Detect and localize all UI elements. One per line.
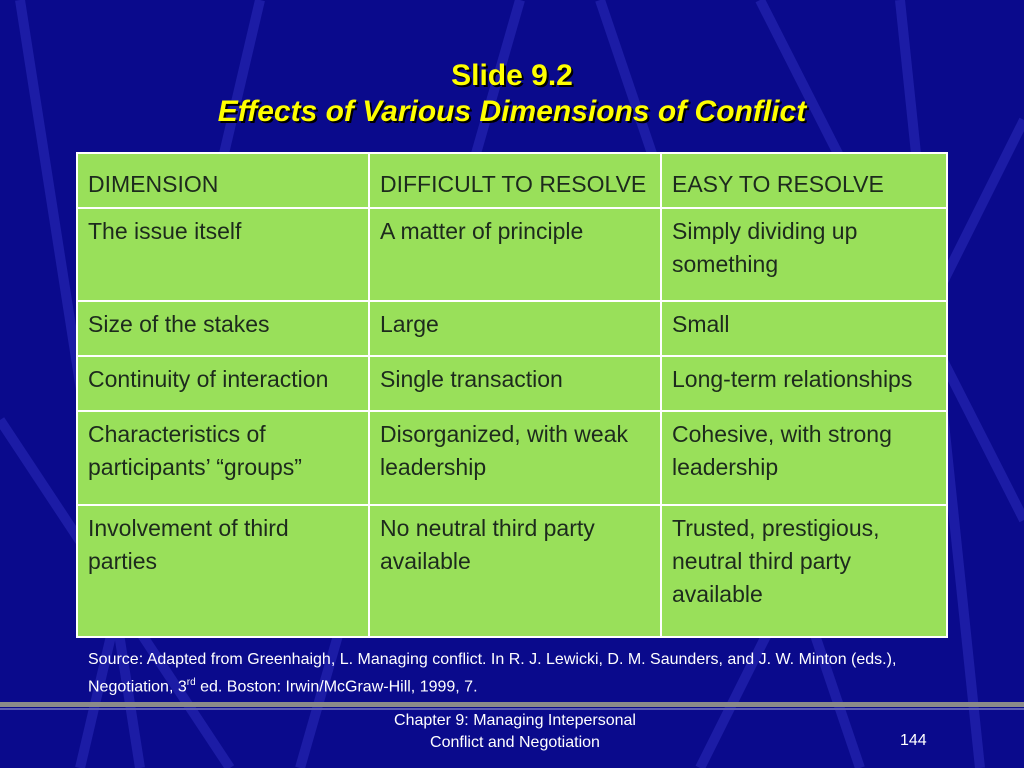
source-text-end: ed. Boston: Irwin/McGraw-Hill, 1999, 7. [195,678,478,696]
table-cell: Cohesive, with strong leadership [660,410,948,506]
table-cell: No neutral third party available [368,503,662,639]
footer-chapter-line2: Conflict and Negotiation [430,734,600,751]
table-row: Characteristics of participants’ “groups… [76,410,948,506]
table-row: The issue itself A matter of principle S… [76,206,948,303]
table-cell: Long-term relationships [660,355,948,413]
footer-divider [0,702,1024,707]
table-cell: Involvement of third parties [76,503,370,639]
table-cell: Trusted, prestigious, neutral third part… [660,503,948,639]
slide-subtitle: Effects of Various Dimensions of Conflic… [217,95,807,128]
dimensions-table: DIMENSION DIFFICULT TO RESOLVE EASY TO R… [76,152,948,639]
footer-divider-accent [0,708,1024,710]
header-dimension: DIMENSION [76,152,370,209]
footer-chapter-line1: Chapter 9: Managing Intepersonal [394,712,636,729]
table-cell: Small [660,300,948,358]
table-header-row: DIMENSION DIFFICULT TO RESOLVE EASY TO R… [76,152,948,209]
footer-chapter: Chapter 9: Managing Intepersonal Conflic… [350,710,680,754]
header-difficult: DIFFICULT TO RESOLVE [368,152,662,209]
table-cell: Characteristics of participants’ “groups… [76,410,370,506]
table-cell: Simply dividing up something [660,206,948,303]
table-cell: Continuity of interaction [76,355,370,413]
table-cell: Disorganized, with weak leadership [368,410,662,506]
source-citation: Source: Adapted from Greenhaigh, L. Mana… [88,648,958,698]
source-superscript: rd [186,677,196,688]
slide-title: Slide 9.2 Effects of Various Dimensions … [0,58,1024,130]
page-number: 144 [900,732,927,749]
table-cell: Single transaction [368,355,662,413]
table-cell: Large [368,300,662,358]
table-row: Involvement of third parties No neutral … [76,503,948,639]
table-row: Size of the stakes Large Small [76,300,948,358]
header-easy: EASY TO RESOLVE [660,152,948,209]
table-cell: Size of the stakes [76,300,370,358]
slide-number-title: Slide 9.2 [451,59,573,92]
table-cell: A matter of principle [368,206,662,303]
table-cell: The issue itself [76,206,370,303]
source-text: Source: Adapted from Greenhaigh, L. Mana… [88,651,897,696]
table-row: Continuity of interaction Single transac… [76,355,948,413]
